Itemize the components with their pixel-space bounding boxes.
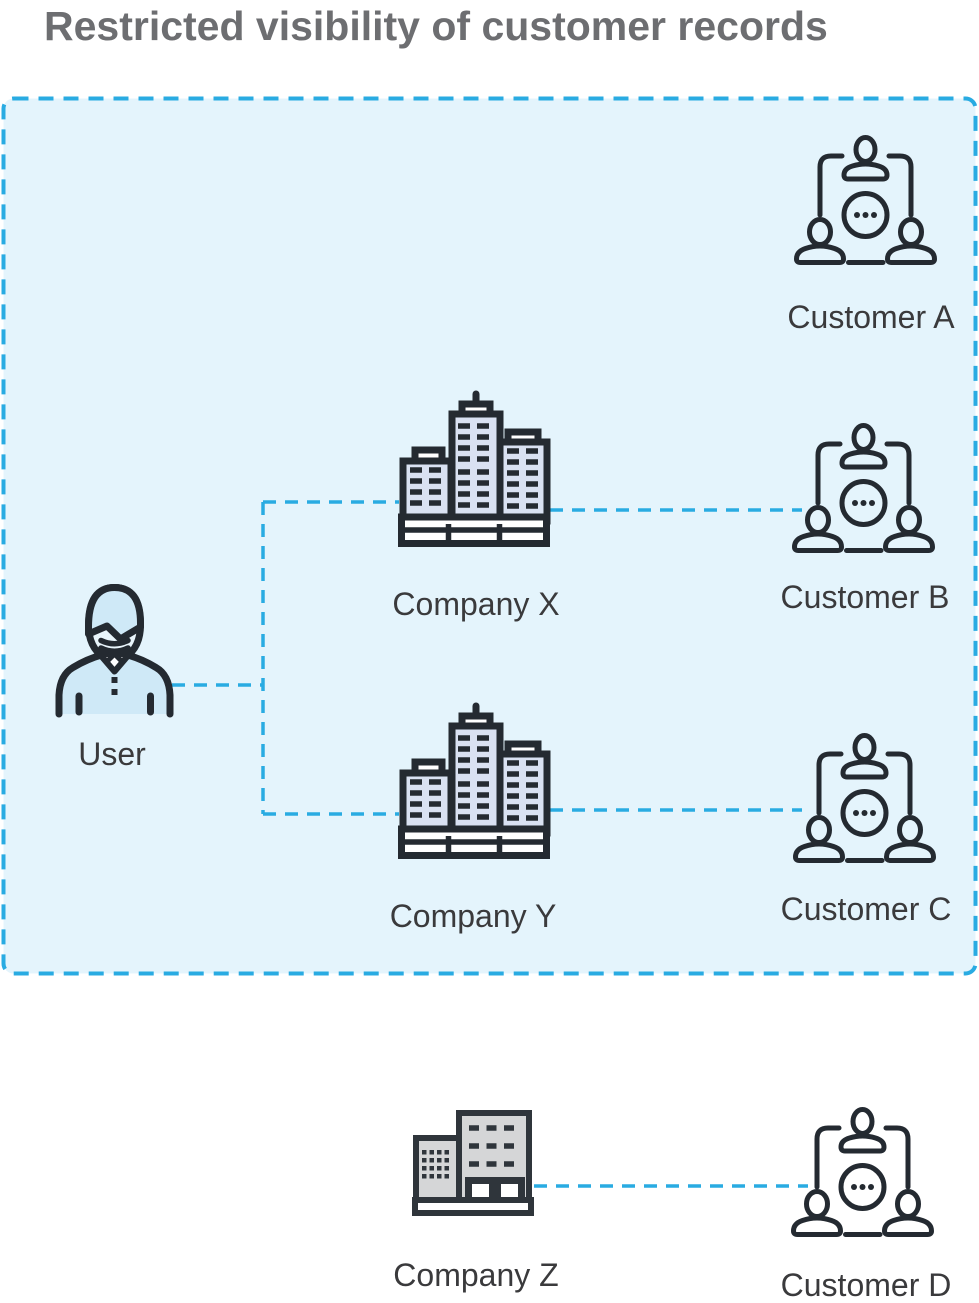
- customer-d-label: Customer D: [780, 1267, 952, 1303]
- company-x-label: Company X: [392, 586, 560, 622]
- company-buildings-icon: [398, 704, 550, 859]
- node-company-z: [413, 1110, 533, 1216]
- customer-group-icon: [793, 423, 934, 556]
- node-customer-a: [795, 135, 936, 268]
- company-z-label: Company Z: [393, 1257, 559, 1293]
- node-user: [57, 583, 172, 714]
- page-title: Restricted visibility of customer record…: [44, 3, 828, 49]
- customer-c-label: Customer C: [780, 891, 952, 927]
- user-label: User: [78, 736, 146, 772]
- node-customer-b: [793, 423, 934, 556]
- node-company-y: [398, 704, 550, 859]
- node-customer-c: [794, 733, 935, 866]
- customer-a-label: Customer A: [787, 299, 955, 335]
- company-buildings-icon: [398, 392, 550, 547]
- company-y-label: Company Y: [389, 898, 557, 934]
- customer-group-icon: [795, 135, 936, 268]
- office-building-icon: [413, 1110, 533, 1216]
- customer-group-icon: [792, 1107, 933, 1240]
- person-icon: [57, 583, 172, 714]
- customer-group-icon: [794, 733, 935, 866]
- customer-b-label: Customer B: [780, 579, 950, 615]
- node-company-x: [398, 392, 550, 547]
- node-customer-d: [792, 1107, 933, 1240]
